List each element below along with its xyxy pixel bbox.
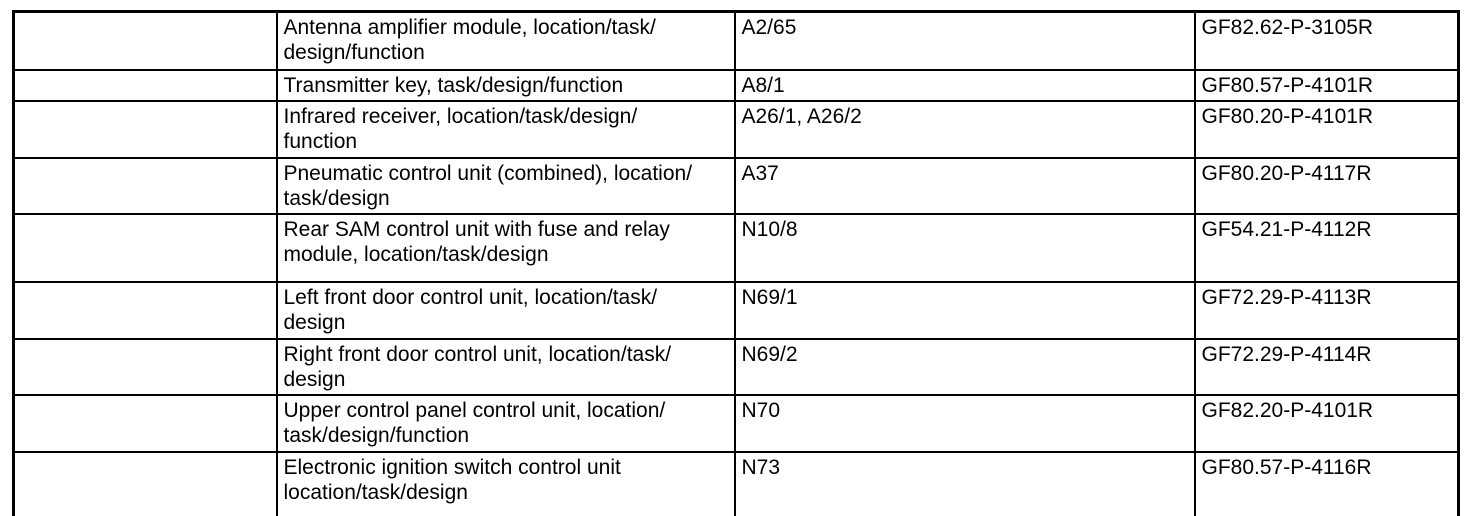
document-ref-cell: GF82.20-P-4101R [1193, 393, 1460, 453]
component-code-cell: N69/2 [733, 337, 1196, 396]
spacer-cell [12, 280, 278, 340]
document-ref-cell: GF80.20-P-4117R [1193, 156, 1460, 215]
document-ref-cell: GF80.20-P-4101R [1193, 99, 1460, 159]
document-ref-cell: GF54.21-P-4112R [1193, 212, 1460, 283]
component-description-cell: Pneumatic control unit (combined), locat… [275, 156, 736, 215]
table-row: Left front door control unit, location/t… [12, 280, 1460, 340]
component-code-cell: N70 [733, 393, 1196, 453]
component-code-cell: A2/65 [733, 10, 1196, 71]
component-description-cell: Infrared receiver, location/task/design/… [275, 99, 736, 159]
spacer-cell [12, 68, 278, 102]
component-code-cell: A8/1 [733, 68, 1196, 102]
component-code-cell: N69/1 [733, 280, 1196, 340]
document-ref-cell: GF82.62-P-3105R [1193, 10, 1460, 71]
component-code-cell: N73 [733, 450, 1196, 516]
component-description-cell: Left front door control unit, location/t… [275, 280, 736, 340]
component-code-cell: N10/8 [733, 212, 1196, 283]
component-code-cell: A37 [733, 156, 1196, 215]
component-reference-table: Antenna amplifier module, location/task/… [12, 10, 1460, 516]
table-row: Right front door control unit, location/… [12, 337, 1460, 396]
spacer-cell [12, 212, 278, 283]
table-row: Antenna amplifier module, location/task/… [12, 10, 1460, 71]
document-ref-cell: GF80.57-P-4116R [1193, 450, 1460, 516]
document-ref-cell: GF80.57-P-4101R [1193, 68, 1460, 102]
spacer-cell [12, 156, 278, 215]
spacer-cell [12, 337, 278, 396]
component-description-cell: Rear SAM control unit with fuse and rela… [275, 212, 736, 283]
spacer-cell [12, 393, 278, 453]
table-row: Pneumatic control unit (combined), locat… [12, 156, 1460, 215]
component-description-cell: Antenna amplifier module, location/task/… [275, 10, 736, 71]
table-row: Infrared receiver, location/task/design/… [12, 99, 1460, 159]
spacer-cell [12, 99, 278, 159]
table-row: Rear SAM control unit with fuse and rela… [12, 212, 1460, 283]
document-ref-cell: GF72.29-P-4113R [1193, 280, 1460, 340]
spacer-cell [12, 450, 278, 516]
component-code-cell: A26/1, A26/2 [733, 99, 1196, 159]
table-row: Transmitter key, task/design/function A8… [12, 68, 1460, 102]
spacer-cell [12, 10, 278, 71]
table-row: Upper control panel control unit, locati… [12, 393, 1460, 453]
document-ref-cell: GF72.29-P-4114R [1193, 337, 1460, 396]
table-row: Electronic ignition switch control unit … [12, 450, 1460, 516]
component-description-cell: Transmitter key, task/design/function [275, 68, 736, 102]
component-description-cell: Electronic ignition switch control unit … [275, 450, 736, 516]
component-description-cell: Right front door control unit, location/… [275, 337, 736, 396]
component-description-cell: Upper control panel control unit, locati… [275, 393, 736, 453]
